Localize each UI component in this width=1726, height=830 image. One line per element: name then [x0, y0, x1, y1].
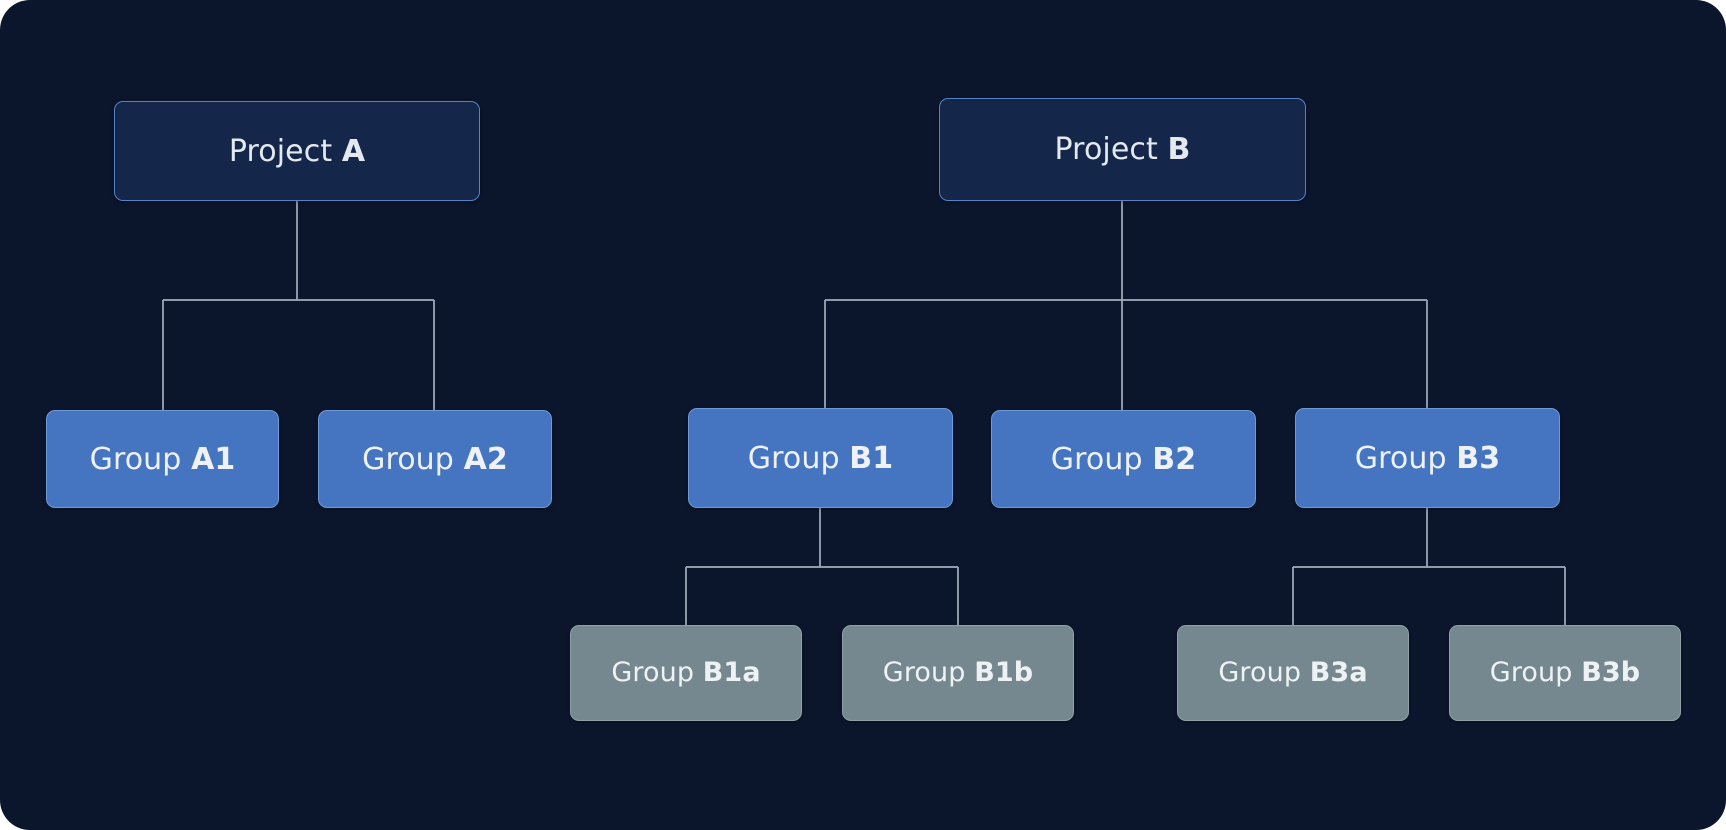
node-label: Project B [1055, 133, 1191, 166]
node-label-suffix: B2 [1152, 441, 1197, 477]
node-label-suffix: B1 [849, 440, 894, 476]
node-b3[interactable]: Group B3 [1295, 408, 1560, 508]
node-a2[interactable]: Group A2 [318, 410, 552, 508]
node-label-prefix: Group [747, 440, 850, 476]
node-label: Group A2 [362, 443, 508, 476]
node-b3b[interactable]: Group B3b [1449, 625, 1681, 721]
node-b2[interactable]: Group B2 [991, 410, 1256, 508]
node-label-prefix: Group [1354, 440, 1457, 476]
node-label-suffix: A1 [191, 441, 236, 477]
node-label: Group B3a [1218, 658, 1367, 688]
node-label-suffix: B [1167, 132, 1191, 167]
node-label: Group B3 [1355, 442, 1500, 475]
node-label-prefix: Group [1218, 657, 1310, 689]
edge-A-to-children [162, 201, 435, 410]
node-label: Group B3b [1490, 658, 1640, 688]
node-label-prefix: Group [611, 657, 703, 689]
edge-B-to-children [824, 201, 1428, 410]
node-a[interactable]: Project A [114, 101, 480, 201]
node-label-prefix: Group [89, 441, 192, 477]
node-label-prefix: Group [362, 441, 464, 477]
node-label: Group B1a [611, 658, 760, 688]
node-label-prefix: Group [1489, 657, 1582, 689]
node-label-prefix: Group [1050, 441, 1153, 477]
edge-B3-to-children [1292, 508, 1566, 625]
node-label-prefix: Project [1054, 132, 1168, 167]
node-a1[interactable]: Group A1 [46, 410, 279, 508]
edge-B1-to-children [685, 508, 959, 625]
node-b1b[interactable]: Group B1b [842, 625, 1074, 721]
node-label-suffix: B1b [974, 657, 1034, 689]
node-b1a[interactable]: Group B1a [570, 625, 802, 721]
node-label-suffix: B3a [1309, 657, 1368, 689]
node-label-suffix: A2 [463, 441, 508, 477]
node-b1[interactable]: Group B1 [688, 408, 953, 508]
node-label: Project A [229, 135, 365, 168]
node-label: Group B2 [1051, 443, 1196, 476]
node-label: Group A1 [90, 443, 236, 476]
node-label-prefix: Group [882, 657, 975, 689]
node-label: Group B1b [883, 658, 1033, 688]
node-label: Group B1 [748, 442, 893, 475]
node-label-prefix: Project [228, 133, 342, 169]
node-label-suffix: B1a [702, 657, 761, 689]
node-b[interactable]: Project B [939, 98, 1306, 201]
node-b3a[interactable]: Group B3a [1177, 625, 1409, 721]
node-label-suffix: A [341, 133, 366, 169]
node-label-suffix: B3 [1456, 440, 1501, 476]
node-label-suffix: B3b [1581, 657, 1641, 689]
